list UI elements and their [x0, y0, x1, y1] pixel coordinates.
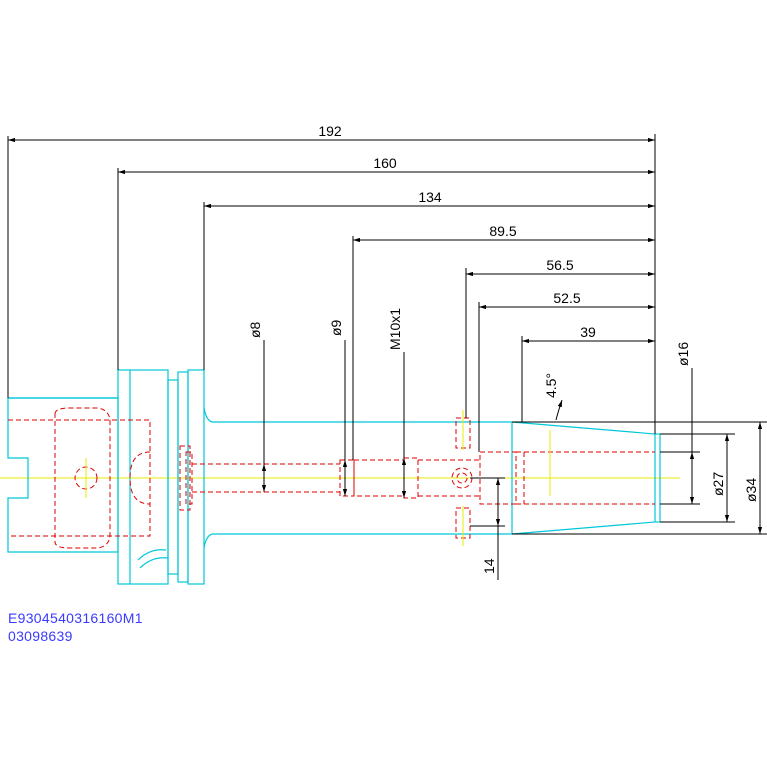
dim-thread-label: M10x1	[387, 308, 403, 350]
dim-89-5-label: 89.5	[489, 223, 516, 239]
dim-56-5-label: 56.5	[546, 257, 573, 273]
length-dimensions	[7, 134, 656, 460]
dim-d34-label: ø34	[743, 478, 759, 502]
dim-52-5-label: 52.5	[553, 290, 580, 306]
pin-centerlines	[85, 410, 551, 546]
dim-192-label: 192	[318, 123, 342, 139]
diameter-dimensions	[261, 340, 767, 580]
dim-d27-label: ø27	[710, 472, 726, 496]
dim-134-label: 134	[418, 189, 442, 205]
dim-39-label: 39	[580, 324, 596, 340]
dim-d16-label: ø16	[675, 342, 691, 366]
dim-160-label: 160	[373, 155, 397, 171]
dim-pin-offset-label: 14	[481, 558, 497, 574]
dim-d9-label: ø9	[328, 319, 344, 336]
part-code: E9304540316160M1	[8, 610, 143, 626]
order-number: 03098639	[8, 628, 73, 644]
tool-outline	[7, 369, 661, 585]
dim-d8-label: ø8	[247, 321, 263, 338]
dim-angle-label: 4.5°	[543, 373, 559, 398]
